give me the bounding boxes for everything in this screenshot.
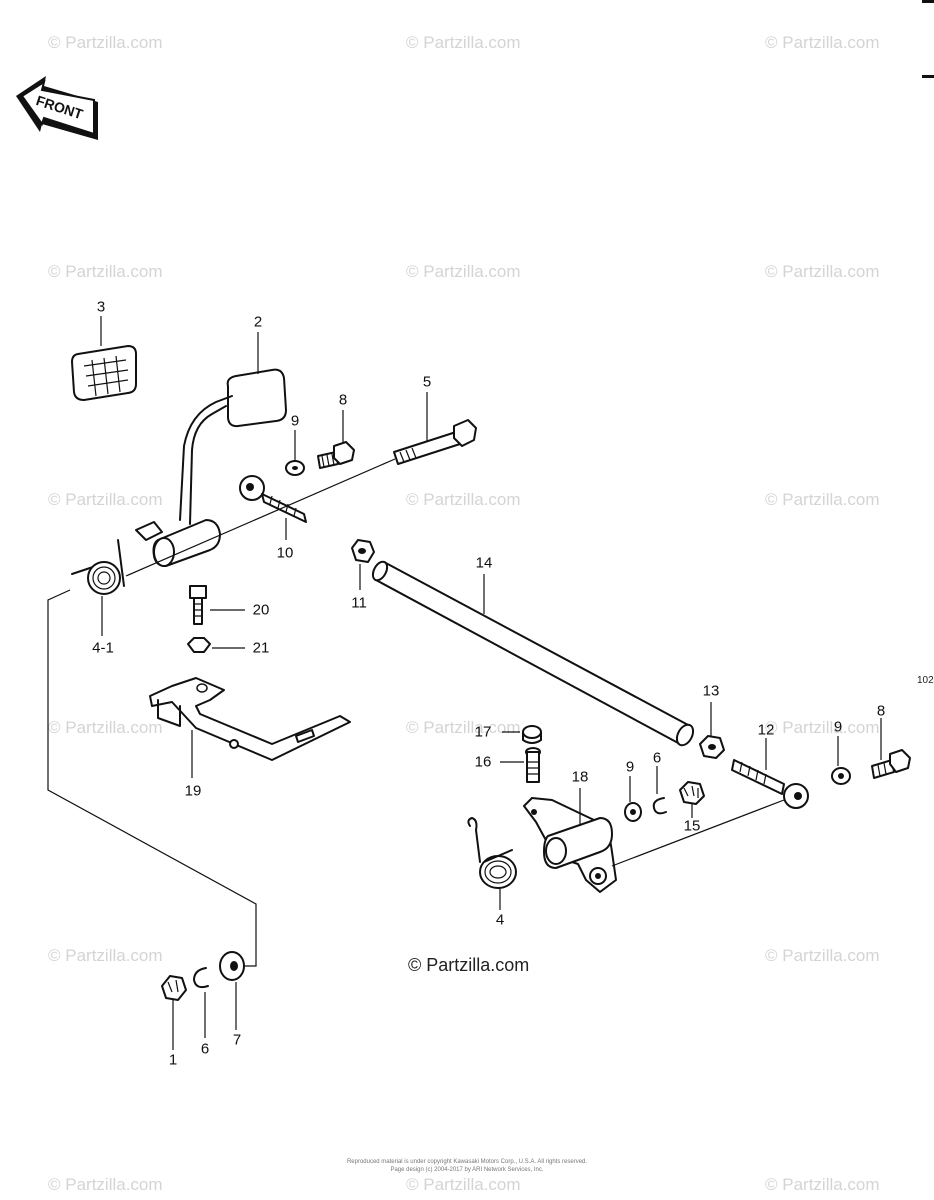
long-bolt [393,419,477,465]
bolt [525,747,541,783]
front-arrow-icon: FRONT [16,76,98,140]
callout-20: 20 [252,601,270,619]
callout-9: 9 [625,758,635,776]
watermark: © Partzilla.com [48,490,163,509]
callout-9: 9 [833,718,843,736]
legal-notice: Reproduced material is under copyright K… [346,1159,588,1165]
castle-nut [161,975,187,1001]
callout-8: 8 [338,391,348,409]
callout-16: 16 [474,753,492,771]
assembly-line [125,458,396,577]
callout-2: 2 [253,313,263,331]
watermark: © Partzilla.com [406,262,521,281]
callout-4: 4 [495,911,505,929]
watermark: © Partzilla.com [48,1175,163,1194]
edge-mark [922,0,934,3]
brake-pedal [135,368,287,567]
pedal-rubber-pad [71,345,137,401]
callout-17: 17 [474,723,492,741]
rod-end [731,759,809,809]
callout-14: 14 [475,554,493,572]
legal-notice: Page design (c) 2004-2017 by ARI Network… [390,1167,544,1173]
watermark: © Partzilla.com [406,1175,521,1194]
rod [371,560,695,747]
callout-1: 1 [168,1051,178,1069]
edge-mark [922,75,934,78]
callout-15: 15 [683,817,701,835]
watermark: © Partzilla.com [406,490,521,509]
nut [187,637,211,653]
callout-4-1: 4-1 [92,639,114,657]
nut [699,735,725,759]
assembly-line [47,589,257,967]
watermark: © Partzilla.com [765,718,880,737]
callout-3: 3 [96,298,106,316]
callout-18: 18 [571,768,589,786]
watermark: © Partzilla.com [765,946,880,965]
callout-21: 21 [252,639,270,657]
castle-nut [679,781,705,805]
rod-end [239,475,307,523]
watermark: © Partzilla.com [765,262,880,281]
callout-6: 6 [200,1040,210,1058]
callout-12: 12 [757,721,775,739]
callout-10: 10 [276,544,294,562]
callout-19: 19 [184,782,202,800]
watermark: © Partzilla.com [765,33,880,52]
callout-6: 6 [652,749,662,767]
bolt [317,441,355,469]
nut [522,725,542,744]
watermark: © Partzilla.com [48,718,163,737]
callout-11: 11 [351,594,367,612]
watermark: © Partzilla.com [765,1175,880,1194]
watermark: © Partzilla.com [406,718,521,737]
watermark: © Partzilla.com [765,490,880,509]
torsion-spring [467,817,517,889]
callout-8: 8 [876,702,886,720]
nut [351,539,375,563]
clip [193,967,209,989]
clip [652,797,667,815]
assembly-line [611,799,785,867]
watermark: © Partzilla.com [48,33,163,52]
watermark: © Partzilla.com [48,946,163,965]
return-spring [71,539,125,595]
callout-5: 5 [422,373,432,391]
bolt [871,749,911,779]
callout-13: 13 [702,682,720,700]
watermark: © Partzilla.com [48,262,163,281]
watermark: © Partzilla.com [406,33,521,52]
bracket [149,677,351,761]
partzilla-credit: © Partzilla.com [408,955,530,975]
lever-arm [523,797,617,893]
bolt [189,585,207,625]
callout-7: 7 [232,1031,242,1049]
page-number: 102 [917,675,934,686]
callout-9: 9 [290,412,300,430]
